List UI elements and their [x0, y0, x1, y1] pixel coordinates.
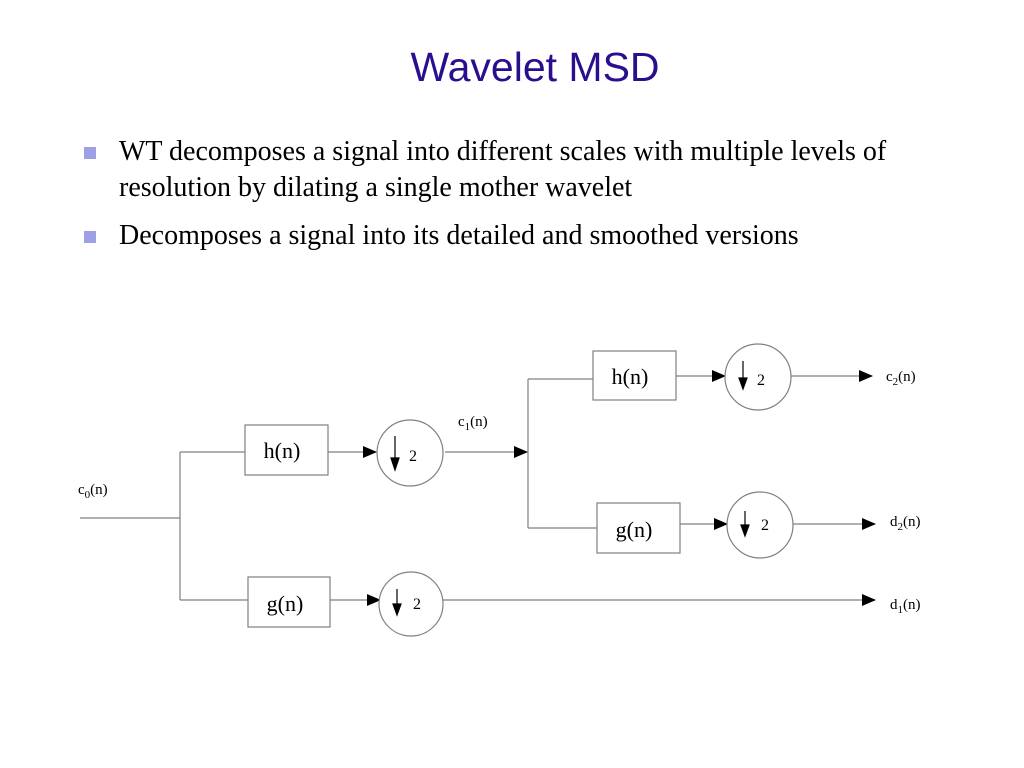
square-bullet-icon	[84, 231, 96, 243]
signal-label-c0: c0(n)	[78, 482, 108, 501]
filter-label-h1: h(n)	[264, 438, 301, 463]
bullet-item: WT decomposes a signal into different sc…	[80, 134, 960, 206]
square-bullet-icon	[84, 147, 96, 159]
filter-label-g2: g(n)	[616, 517, 653, 542]
filter-box-h2	[592, 350, 677, 401]
down-arrow-icon	[738, 361, 748, 391]
downsample-circle-1	[376, 419, 444, 487]
signal-label-c2: c2(n)	[886, 369, 916, 388]
downsample-circle-2	[378, 571, 444, 637]
filter-box-h1	[244, 424, 329, 476]
down-arrow-icon	[740, 511, 750, 538]
signal-label-c1: c1(n)	[458, 414, 488, 433]
downsample-circle-3	[724, 343, 792, 411]
downsample-factor-3: 2	[757, 372, 765, 389]
downsample-factor-4: 2	[761, 517, 769, 534]
downsample-factor-2: 2	[413, 596, 421, 613]
filter-label-g1: g(n)	[267, 591, 304, 616]
bullet-text: Decomposes a signal into its detailed an…	[119, 220, 799, 251]
filter-label-h2: h(n)	[612, 364, 649, 389]
slide-title: Wavelet MSD	[410, 44, 660, 90]
bullet-item: Decomposes a signal into its detailed an…	[80, 218, 960, 254]
bullet-list: WT decomposes a signal into different sc…	[80, 134, 960, 266]
signal-label-d2: d2(n)	[890, 514, 921, 533]
bullet-text: WT decomposes a signal into different sc…	[119, 136, 887, 203]
downsample-factor-1: 2	[409, 448, 417, 465]
filter-box-g1	[247, 576, 331, 628]
downsample-circle-4	[726, 491, 794, 559]
down-arrow-icon	[390, 436, 400, 472]
filter-box-g2	[596, 502, 681, 554]
signal-label-d1: d1(n)	[890, 597, 921, 616]
down-arrow-icon	[392, 589, 402, 617]
